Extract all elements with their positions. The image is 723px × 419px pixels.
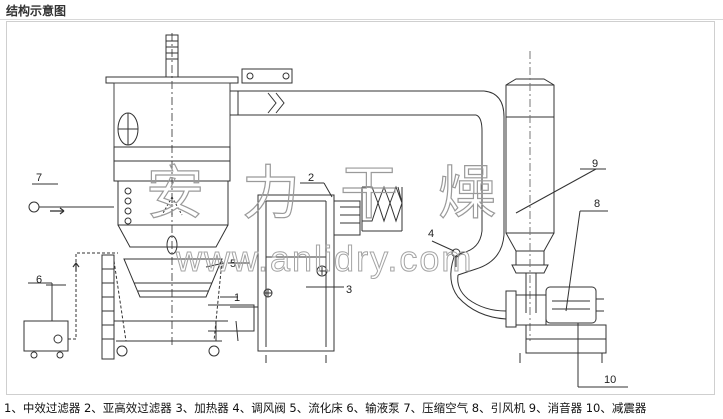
title-divider (0, 19, 723, 20)
fluid-bed-granulator-diagram: 1 2 3 4 5 6 7 8 9 10 安 力 干 燥 www.anlidry… (23, 33, 628, 388)
filter-tower (101, 33, 255, 360)
label-1: 1 (234, 292, 240, 304)
heater-cabinet (238, 182, 403, 363)
air-valve (230, 240, 461, 342)
watermark-char-4: 燥 (438, 159, 496, 227)
watermark-char-3: 干 (340, 159, 398, 227)
label-2: 2 (308, 172, 314, 184)
induced-draft-fan (505, 286, 628, 388)
watermark-char-2: 力 (242, 159, 300, 227)
compressed-air-line (28, 183, 114, 215)
component-legend: 1、中效过滤器 2、亚高效过滤器 3、加热器 4、调风阀 5、流化床 6、输液泵… (4, 401, 647, 415)
watermark: 安 力 干 燥 www.anlidry.com (145, 158, 496, 279)
leader-lines (46, 168, 608, 312)
label-3: 3 (346, 284, 352, 296)
label-9: 9 (592, 158, 598, 170)
label-10: 10 (604, 374, 616, 386)
pump (23, 252, 118, 359)
label-4: 4 (428, 228, 434, 240)
silencer (505, 51, 555, 341)
label-7: 7 (36, 172, 42, 184)
page-title: 结构示意图 (6, 4, 67, 18)
label-8: 8 (594, 198, 600, 210)
label-5: 5 (230, 258, 236, 270)
component-labels: 1 2 3 4 5 6 7 8 9 10 (36, 158, 616, 386)
exhaust-duct (230, 68, 507, 320)
watermark-url: www.anlidry.com (175, 238, 473, 279)
label-6: 6 (36, 274, 42, 286)
watermark-char-1: 安 (146, 159, 204, 227)
